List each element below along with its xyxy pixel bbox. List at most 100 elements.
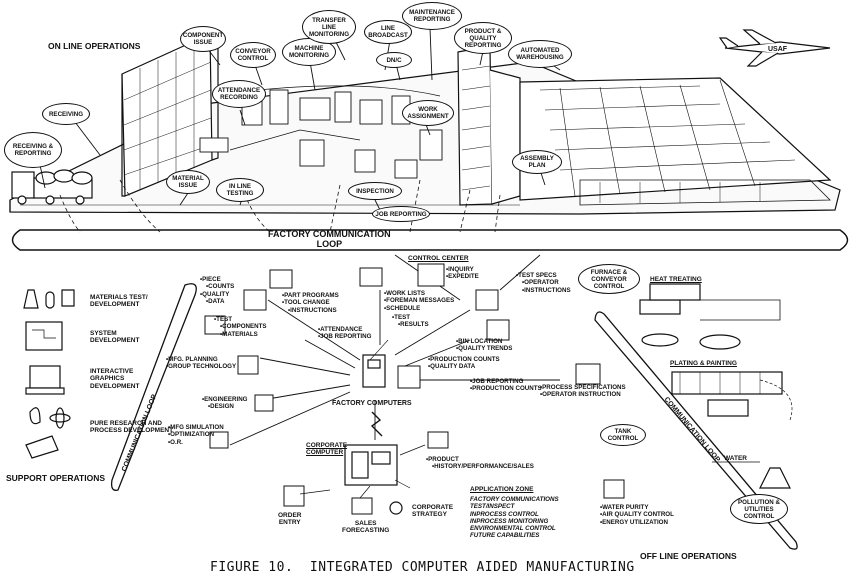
control-center-item: EXPEDITE (446, 273, 479, 280)
support-item: SYSTEM DEVELOPMENT (90, 330, 140, 345)
support-operations-heading: SUPPORT OPERATIONS (6, 473, 106, 483)
callout-receiving-reporting: RECEIVING & REPORTING (4, 132, 62, 168)
delivery-truck (11, 169, 93, 205)
callout-dnc: DN/C (376, 52, 412, 68)
pollution-tower (759, 467, 791, 489)
floor-link-lines (59, 179, 501, 233)
engineering-design-label: ENGINEERING DESIGN (202, 396, 248, 411)
right-comm-loop-band (594, 311, 798, 550)
label-line: GROUP TECHNOLOGY (166, 363, 236, 370)
label-line: FOREMAN MESSAGES (384, 297, 454, 304)
partition-wall (457, 45, 521, 206)
corporate-strategy-label: CORPORATE STRATEGY (412, 504, 454, 519)
label-line: MATERIALS (214, 331, 267, 338)
factory-computer-cabinets (362, 339, 389, 388)
support-icons (23, 289, 75, 459)
callout-product-quality: PRODUCT & QUALITY REPORTING (454, 22, 512, 54)
factory-loop-label: FACTORY COMMUNICATION LOOP (268, 229, 391, 249)
attendance-job-label: ATTENDANCE JOB REPORTING (318, 326, 371, 341)
callout-material-issue: MATERIAL ISSUE (166, 170, 210, 194)
label-line: INSTRUCTIONS (282, 307, 339, 314)
water-purity-label: WATER PURITY AIR QUALITY CONTROL ENERGY … (600, 504, 674, 526)
product-history-label: PRODUCT HISTORY/PERFORMANCE/SALES (426, 456, 534, 471)
sales-forecasting-label: SALES FORECASTING (342, 520, 390, 535)
label-line: QUALITY TRENDS (456, 345, 512, 352)
callout-receiving: RECEIVING (42, 103, 90, 125)
label-line: TEST (392, 314, 429, 321)
corporate-computer-label: CORPORATE COMPUTER (306, 442, 348, 457)
lightning-bolt (370, 411, 383, 437)
label-line: QUALITY (200, 291, 234, 298)
label-line: HISTORY/PERFORMANCE/SALES (426, 463, 534, 470)
label-line: OPERATOR (516, 279, 571, 286)
conveyor-belt (229, 129, 361, 151)
label-line: TEST (214, 316, 267, 323)
label-line: PRODUCT (426, 456, 534, 463)
label-line: O.R. (168, 439, 224, 446)
job-reporting-prod-label: JOB REPORTING PRODUCTION COUNTS (470, 378, 541, 393)
label-line: PRODUCTION COUNTS (428, 356, 499, 363)
offline-equipment (639, 283, 793, 421)
application-zone-item: INPROCESS CONTROL (470, 510, 539, 518)
label-line: SCHEDULE (384, 305, 454, 312)
label-line: TEST SPECS (516, 272, 571, 279)
corporate-computer-unit (299, 444, 426, 499)
production-counts-label: PRODUCTION COUNTS QUALITY DATA (428, 356, 500, 371)
label-line: QUALITY DATA (428, 363, 500, 370)
label-line: WATER PURITY (600, 504, 674, 511)
label-line: MFG SIMULATION (168, 424, 224, 431)
heat-treating-label: HEAT TREATING (650, 276, 702, 283)
application-zone-list: FACTORY COMMUNICATIONS TEST/INSPECT INPR… (470, 496, 559, 540)
aircraft-marking: USAF (768, 46, 788, 53)
test-results-label: TEST RESULTS (392, 314, 429, 329)
plating-painting-label: PLATING & PAINTING (670, 360, 737, 367)
label-line: DATA (200, 298, 234, 305)
callout-line-broadcast: LINE BROADCAST (364, 20, 412, 44)
label-line: AIR QUALITY CONTROL (600, 511, 674, 518)
callout-transfer-line: TRANSFER LINE MONITORING (302, 10, 356, 44)
label-line: DESIGN (202, 403, 248, 410)
label-line: ENGINEERING (202, 396, 247, 403)
process-specs-label: PROCESS SPECIFICATIONS OPERATOR INSTRUCT… (540, 384, 626, 399)
label-line: PART PROGRAMS (282, 292, 339, 299)
label-line: PROCESS SPECIFICATIONS (540, 384, 625, 391)
support-item: PURE RESEARCH AND PROCESS DEVELOPMENT (90, 420, 174, 435)
application-zone-item: FUTURE CAPABILITIES (470, 532, 540, 540)
callout-component-issue: COMPONENT ISSUE (180, 26, 226, 52)
callout-pollution: POLLUTION & UTILITIES CONTROL (730, 494, 788, 524)
test-components-label: TEST COMPONENTS MATERIALS (214, 316, 267, 338)
control-center-title: CONTROL CENTER (408, 255, 469, 262)
support-item: MATERIALS TEST/ DEVELOPMENT (90, 294, 148, 309)
callout-conveyor-control: CONVEYOR CONTROL (230, 42, 276, 68)
label-line: BIN LOCATION (456, 338, 512, 345)
callout-tank-control: TANK CONTROL (600, 424, 646, 446)
machine-row (199, 85, 443, 179)
callout-attendance: ATTENDANCE RECORDING (212, 80, 266, 108)
work-lists-label: WORK LISTS FOREMAN MESSAGES SCHEDULE (384, 290, 454, 312)
label-line: OPERATOR INSTRUCTION (540, 391, 626, 398)
label-line: JOB REPORTING (318, 333, 371, 340)
callout-furnace: FURNACE & CONVEYOR CONTROL (578, 264, 640, 294)
offline-operations-heading: OFF LINE OPERATIONS (640, 551, 737, 561)
callout-work-assignment: WORK ASSIGNMENT (402, 100, 454, 126)
callout-in-line-testing: IN LINE TESTING (216, 178, 264, 202)
water-label: WATER (724, 455, 747, 462)
mfg-planning-label: MFG. PLANNING GROUP TECHNOLOGY (166, 356, 236, 371)
callout-maintenance: MAINTENANCE REPORTING (402, 2, 462, 30)
factory-loop-band (11, 229, 849, 251)
callout-assembly-plan: ASSEMBLY PLAN (512, 150, 562, 174)
label-line: ATTENDANCE (318, 326, 371, 333)
strategy-globe (389, 501, 403, 515)
factory-computers-label: FACTORY COMPUTERS (332, 400, 412, 407)
aircraft (718, 29, 831, 67)
application-zone-title: APPLICATION ZONE (470, 486, 534, 493)
callout-job-reporting: JOB REPORTING (372, 206, 430, 222)
callout-automated-warehousing: AUTOMATED WAREHOUSING (508, 40, 572, 68)
label-line: PRODUCTION COUNTS (470, 385, 541, 392)
storage-building (121, 33, 219, 197)
control-center-item: INQUIRY (446, 266, 479, 273)
application-zone-item: ENVIRONMENTAL CONTROL (470, 525, 556, 533)
order-entry-label: ORDER ENTRY (278, 512, 302, 527)
